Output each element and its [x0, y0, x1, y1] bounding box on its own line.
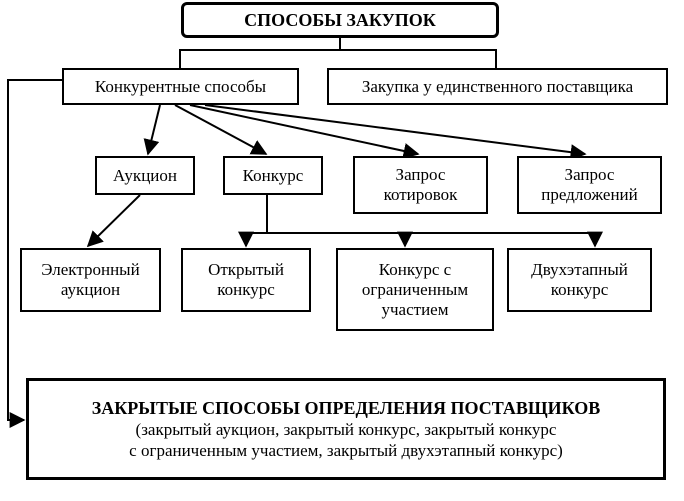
arrow-to-contest: [174, 104, 268, 155]
quotation-request-label: Запрос котировок: [383, 165, 458, 204]
arrow-to-quotation: [189, 104, 420, 159]
proposals-request-box: Запрос предложений: [517, 156, 662, 214]
proposals-request-label: Запрос предложений: [541, 165, 638, 204]
closed-methods-line-1: (закрытый аукцион, закрытый конкурс, зак…: [135, 420, 557, 439]
single-supplier-box: Закупка у единственного поставщика: [327, 68, 668, 105]
open-contest-label: Открытый конкурс: [208, 260, 284, 299]
contest-box: Конкурс: [223, 156, 323, 195]
closed-connector: [7, 79, 62, 428]
electronic-auction-label: Электронный аукцион: [41, 260, 140, 299]
root-title-text: СПОСОБЫ ЗАКУПОК: [244, 10, 436, 30]
root-connector: [179, 37, 341, 68]
auction-label: Аукцион: [113, 165, 177, 185]
limited-contest-box: Конкурс с ограниченным участием: [336, 248, 494, 331]
limited-contest-label: Конкурс с ограниченным участием: [361, 259, 469, 319]
two-stage-contest-box: Двухэтапный конкурс: [507, 248, 652, 312]
closed-methods-box: ЗАКРЫТЫЕ СПОСОБЫ ОПРЕДЕЛЕНИЯ ПОСТАВЩИКОВ…: [26, 378, 666, 480]
arrow-to-proposals: [204, 104, 587, 161]
root-title: СПОСОБЫ ЗАКУПОК: [181, 2, 499, 38]
single-supplier-label: Закупка у единственного поставщика: [361, 76, 634, 96]
quotation-request-box: Запрос котировок: [353, 156, 488, 214]
electronic-auction-box: Электронный аукцион: [20, 248, 161, 312]
competitive-methods-label: Конкурентные способы: [94, 76, 267, 96]
auction-box: Аукцион: [95, 156, 195, 195]
open-contest-box: Открытый конкурс: [181, 248, 311, 312]
arrow-to-electronic-auction: [86, 194, 141, 248]
closed-methods-line-2: с ограниченным участием, закрытый двухэт…: [129, 441, 563, 460]
competitive-methods-box: Конкурентные способы: [62, 68, 299, 105]
root-connector-right: [340, 49, 497, 68]
two-stage-contest-label: Двухэтапный конкурс: [531, 260, 628, 299]
arrow-to-auction: [143, 104, 161, 156]
contest-label: Конкурс: [242, 165, 304, 185]
closed-methods-title: ЗАКРЫТЫЕ СПОСОБЫ ОПРЕДЕЛЕНИЯ ПОСТАВЩИКОВ: [91, 398, 601, 418]
